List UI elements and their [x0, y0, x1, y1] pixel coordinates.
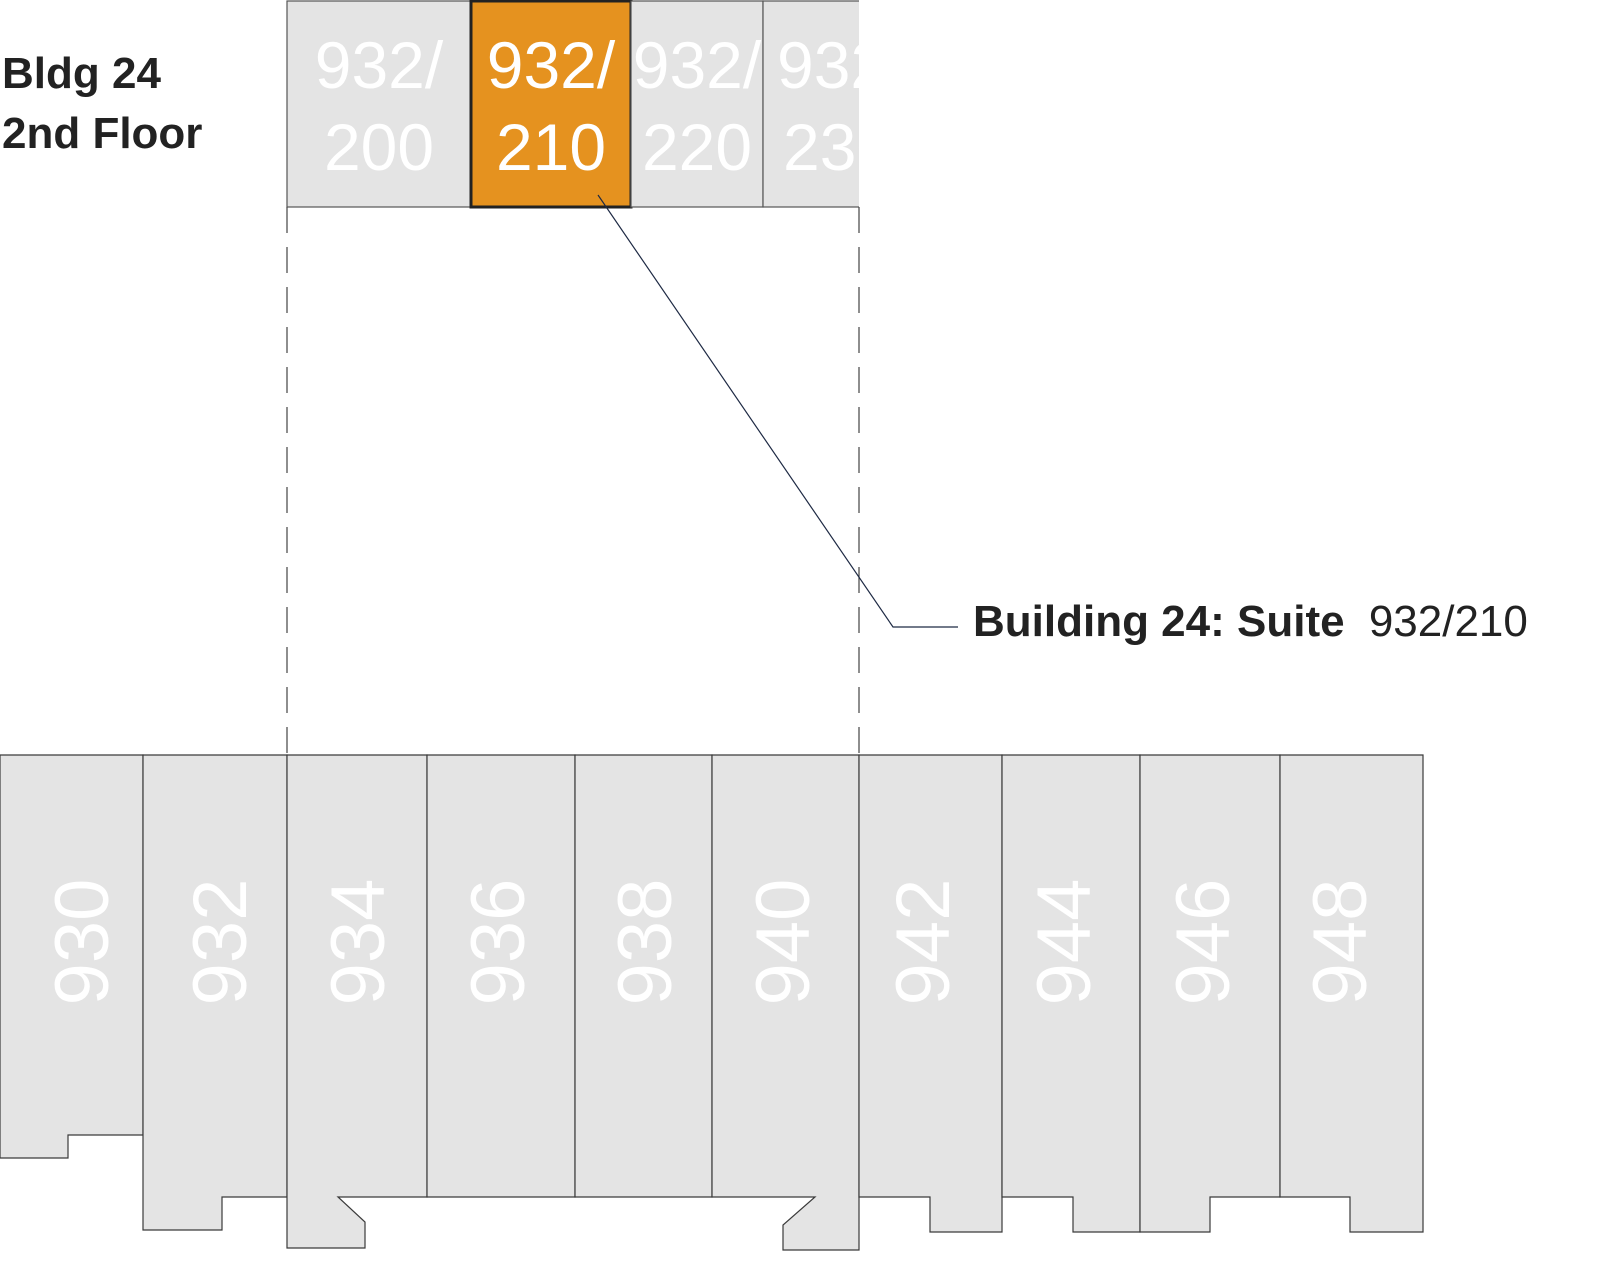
unit-number: 936 [456, 879, 541, 1006]
floor-label-floor: 2nd Floor [2, 109, 202, 158]
unit-946[interactable]: 946 [1139, 754, 1281, 1233]
unit-938[interactable]: 938 [574, 754, 713, 1198]
unit-outline [1279, 754, 1424, 1233]
suite-label-line2: 210 [496, 110, 606, 184]
suite-932-210[interactable]: 932/210 [469, 0, 633, 209]
suite-label-line1: 932/ [777, 28, 906, 102]
suite-932-220[interactable]: 932/220 [630, 0, 764, 208]
callout-bold-text: Building 24: Suite [973, 597, 1345, 646]
callout-leader-line [597, 194, 958, 628]
suite-932-200[interactable]: 932/200 [286, 0, 472, 208]
unit-948[interactable]: 948 [1279, 754, 1424, 1233]
suite-label-line2: 220 [642, 110, 752, 184]
unit-932[interactable]: 932 [142, 754, 288, 1231]
unit-930[interactable]: 930 [0, 754, 144, 1159]
suite-932-230[interactable]: 932/230 [762, 0, 906, 208]
unit-number: 932 [178, 879, 263, 1006]
suite-label-line1: 932/ [633, 28, 762, 102]
suite-box [469, 0, 633, 209]
suite-box [630, 0, 764, 208]
unit-940[interactable]: 940 [711, 754, 860, 1251]
unit-number: 942 [881, 879, 966, 1006]
callout-suite-number: 932/210 [1369, 597, 1528, 646]
unit-936[interactable]: 936 [426, 754, 576, 1198]
suite-box [286, 0, 472, 208]
unit-number: 948 [1298, 879, 1383, 1006]
suite-label-line1: 932/ [487, 28, 616, 102]
building-units: 930 932 934 936 938 940 942 944 946 948 [0, 754, 1424, 1251]
suite-box [762, 0, 859, 208]
suite-label-line1: 932/ [315, 28, 444, 102]
unit-942[interactable]: 942 [858, 754, 1003, 1233]
callout-label: Building 24: Suite 932/210 [973, 597, 1528, 646]
unit-number: 944 [1022, 879, 1107, 1006]
unit-944[interactable]: 944 [1001, 754, 1141, 1233]
suite-label-line2: 200 [324, 110, 434, 184]
unit-number: 934 [316, 879, 401, 1006]
floor-label-building: Bldg 24 [2, 49, 161, 98]
unit-number: 938 [603, 879, 688, 1006]
unit-934[interactable]: 934 [286, 754, 428, 1249]
unit-number: 940 [741, 879, 826, 1006]
suite-label-line2: 230 [783, 110, 893, 184]
unit-number: 930 [40, 879, 125, 1006]
unit-number: 946 [1161, 879, 1246, 1006]
